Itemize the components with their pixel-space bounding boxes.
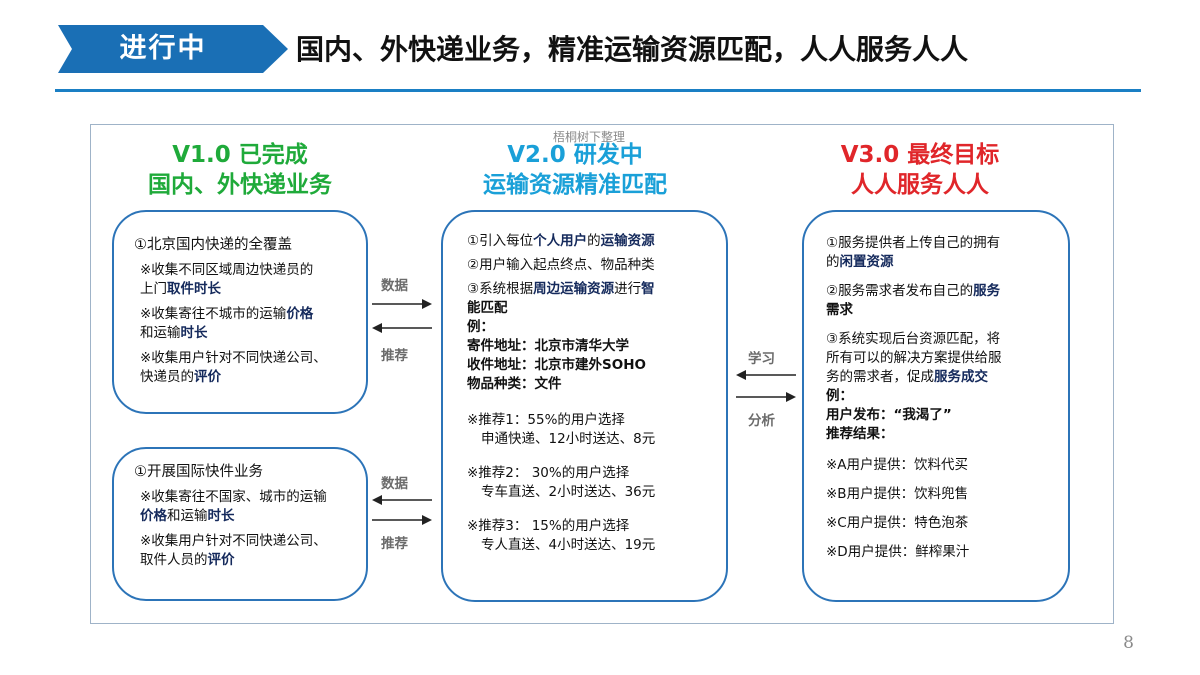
content-frame [90, 124, 1114, 624]
box3-line1-text: ①引入每位 [467, 233, 534, 249]
page-title: 国内、外快递业务，精准运输资源匹配，人人服务人人 [296, 33, 969, 66]
box2-item2-text: ※收集用户针对不同快递公司、 [140, 533, 327, 549]
v2-title-line2: 运输资源精准匹配 [483, 172, 667, 198]
box3-example-label: 例： [467, 319, 494, 335]
page-number: 8 [1123, 633, 1134, 653]
box4-line5: ③系统实现后台资源匹配，将 [826, 331, 1001, 347]
box3-item-type: 物品种类：文件 [467, 376, 562, 392]
status-tag-arrow [58, 25, 288, 73]
flow2-recommend-label: 推荐 [381, 536, 408, 552]
box3-line4: 能匹配 [467, 300, 508, 316]
arrow-left-icon [736, 370, 796, 380]
box1-item3-bold: 评价 [194, 369, 221, 385]
box3-rec3: ※推荐3： 15%的用户选择 [467, 518, 630, 534]
box3-line2: ②用户输入起点终点、物品种类 [467, 257, 655, 273]
box1-item2: ※收集寄往不城市的运输价格 和运输时长 [134, 305, 354, 343]
box4-line6: 所有可以的解决方案提供给服 [826, 350, 1002, 366]
box3-sender-address: 寄件地址：北京市清华大学 [467, 338, 629, 354]
flow1-recommend-label: 推荐 [381, 348, 408, 364]
box2-item1-text: ※收集寄往不国家、城市的运输 [140, 489, 327, 505]
box4-line3: ②服务需求者发布自己的服务 [826, 282, 1056, 301]
v2-title: V2.0 研发中 运输资源精准匹配 [455, 140, 695, 200]
flow3-learn-label: 学习 [748, 351, 775, 367]
box1-item3-text: ※收集用户针对不同快递公司、 [140, 350, 327, 366]
arrow-right-icon [372, 299, 432, 309]
arrow-right-icon [736, 392, 796, 402]
box1-item2-text: ※收集寄往不城市的运输 [140, 306, 287, 322]
box2-item1: ※收集寄往不国家、城市的运输 价格和运输时长 [134, 488, 354, 526]
box3-line3-bold: 周边运输资源 [533, 281, 615, 297]
box3-line1-text2: 的 [587, 233, 601, 249]
box4-rec-b: ※B用户提供：饮料兜售 [826, 486, 969, 502]
box4-line7-bold: 服务成交 [934, 369, 988, 385]
box2-item2-text2: 取件人员的 [140, 552, 208, 568]
box3-line1-bold: 个人用户 [533, 233, 588, 249]
box3-line3-bold2: 智 [641, 281, 655, 297]
box3-rec1: ※推荐1：55%的用户选择 [467, 412, 625, 428]
box4-line2-text: 的 [826, 254, 840, 270]
box4-line3-text: ②服务需求者发布自己的 [826, 283, 974, 299]
box1-item1: ※收集不同区域周边快递员的 上门取件时长 [134, 261, 354, 299]
box3-rec1-detail: 申通快递、12小时送达、8元 [481, 431, 656, 447]
v3-title: V3.0 最终目标 人人服务人人 [800, 140, 1040, 200]
box4-rec-c: ※C用户提供：特色泡茶 [826, 515, 969, 531]
box3-line1: ①引入每位个人用户的运输资源 [467, 232, 714, 251]
box2-item2-bold: 评价 [207, 552, 235, 568]
v2-title-line1: V2.0 研发中 [507, 142, 643, 168]
box4-line1: ①服务提供者上传自己的拥有 [826, 235, 1001, 251]
box1-item1-text2: 上门 [140, 281, 167, 297]
flow2-data-label: 数据 [381, 476, 408, 492]
box3-receiver-address: 收件地址：北京市建外SOHO [467, 357, 646, 373]
box4-line2-bold: 闲置资源 [839, 254, 894, 270]
box4-result-label: 推荐结果： [826, 426, 894, 442]
box3-line3: ③系统根据周边运输资源进行智 [467, 280, 714, 299]
domestic-express-box: ①北京国内快递的全覆盖 ※收集不同区域周边快递员的 上门取件时长 ※收集寄往不城… [112, 210, 368, 414]
arrow-left-icon [372, 323, 432, 333]
box4-rec-a: ※A用户提供：饮料代买 [826, 457, 969, 473]
box1-item3: ※收集用户针对不同快递公司、 快递员的评价 [134, 349, 354, 387]
arrow-right-icon [372, 515, 432, 525]
box3-line3-text: ③系统根据 [467, 281, 534, 297]
international-express-box: ①开展国际快件业务 ※收集寄往不国家、城市的运输 价格和运输时长 ※收集用户针对… [112, 447, 368, 601]
box1-title: ①北京国内快递的全覆盖 [134, 237, 292, 253]
box4-line3-bold: 服务 [973, 283, 1001, 299]
box1-item3-text2: 快递员的 [140, 369, 194, 385]
v1-title: V1.0 已完成 国内、外快递业务 [120, 140, 360, 200]
box4-line4: 需求 [826, 302, 853, 318]
box2-item1-bold2: 时长 [207, 508, 235, 524]
box1-item1-bold: 取件时长 [167, 281, 221, 297]
box1-item2-bold: 价格 [286, 306, 314, 322]
status-tag-label: 进行中 [119, 33, 207, 64]
flow1-data-label: 数据 [381, 278, 408, 294]
box3-line1-bold2: 运输资源 [600, 233, 655, 249]
v1-title-line1: V1.0 已完成 [172, 142, 308, 168]
v3-title-line1: V3.0 最终目标 [840, 142, 1000, 168]
box1-item2-text2: 和运输 [140, 325, 181, 341]
box4-line7-text: 务的需求者，促成 [826, 369, 934, 385]
service-matching-box: ①服务提供者上传自己的拥有 的闲置资源 ②服务需求者发布自己的服务 需求 ③系统… [802, 210, 1070, 602]
box3-rec2: ※推荐2： 30%的用户选择 [467, 465, 630, 481]
box2-item1-text2: 和运输 [167, 508, 208, 524]
watermark-text: 梧桐树下整理 [553, 130, 626, 144]
v1-title-line2: 国内、外快递业务 [148, 172, 332, 198]
v3-title-line2: 人人服务人人 [851, 172, 989, 198]
box4-line7: 务的需求者，促成服务成交 [826, 368, 1056, 387]
resource-matching-box: ①引入每位个人用户的运输资源 ②用户输入起点终点、物品种类 ③系统根据周边运输资… [441, 210, 728, 602]
box2-title: ①开展国际快件业务 [134, 464, 263, 480]
box4-user-post: 用户发布：“我渴了” [826, 407, 952, 423]
box2-item2: ※收集用户针对不同快递公司、 取件人员的评价 [134, 532, 354, 570]
box1-item1-text: ※收集不同区域周边快递员的 [140, 262, 314, 278]
box3-rec3-detail: 专人直送、4小时送达、19元 [481, 537, 656, 553]
box4-line2: 的闲置资源 [826, 253, 1056, 272]
flow3-analyze-label: 分析 [748, 413, 775, 429]
box4-example-label: 例： [826, 388, 853, 404]
box4-rec-d: ※D用户提供：鲜榨果汁 [826, 544, 970, 560]
box1-item2-bold2: 时长 [180, 325, 208, 341]
box3-line3-text2: 进行 [614, 281, 642, 297]
box2-item1-bold: 价格 [140, 508, 167, 524]
box3-rec2-detail: 专车直送、2小时送达、36元 [481, 484, 656, 500]
header-divider [55, 89, 1141, 92]
arrow-left-icon [372, 495, 432, 505]
